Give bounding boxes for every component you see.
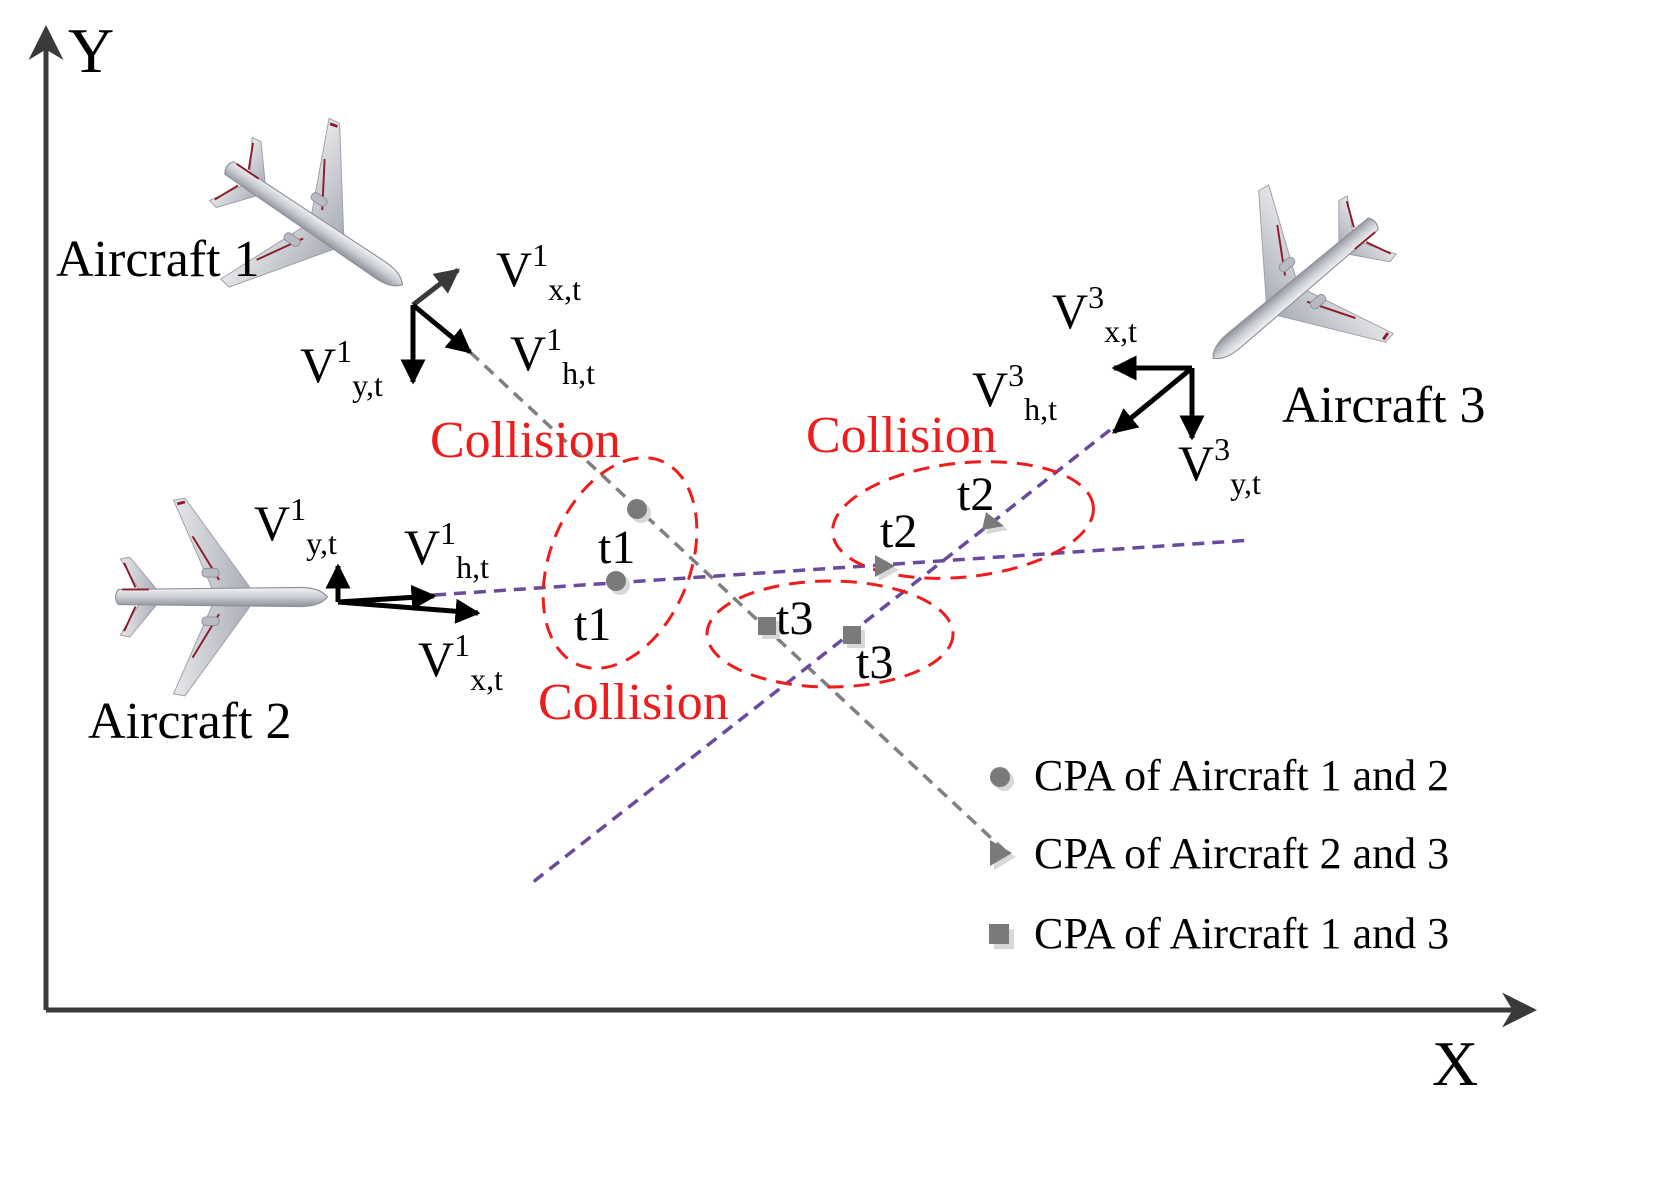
aircraft-3-vh-arrow	[1112, 366, 1194, 434]
cpa-marker-1-2-b	[606, 571, 630, 595]
aircraft-2-vh-label: V1h,t	[404, 515, 489, 585]
aircraft-1-vx-label: V1x,t	[496, 237, 581, 307]
cpa-marker-1-3-b	[843, 626, 865, 648]
legend-item-cpa-1-2: CPA of Aircraft 1 and 2	[990, 751, 1449, 800]
aircraft-1-vh-arrow	[411, 303, 472, 354]
legend-item-cpa-1-3: CPA of Aircraft 1 and 3	[989, 909, 1449, 958]
time-label-t3-b: t3	[856, 636, 893, 689]
aircraft-2-vx-arrow	[337, 598, 481, 624]
collision-zone-t1	[541, 456, 699, 670]
cpa-marker-2-3-b	[982, 512, 1008, 534]
cpa-marker-1-2-a	[627, 499, 651, 523]
legend-label-cpa-1-3: CPA of Aircraft 1 and 3	[1034, 909, 1449, 958]
collision-label-3: Collision	[538, 674, 729, 731]
time-label-t2-a: t2	[880, 505, 917, 558]
legend-label-cpa-1-2: CPA of Aircraft 1 and 2	[1034, 751, 1449, 800]
aircraft-1-label: Aircraft 1	[56, 231, 260, 288]
time-label-t1-b: t1	[574, 598, 611, 651]
aircraft-3-vh-label: V3h,t	[972, 357, 1057, 427]
aircraft-3-vy-label: V3y,t	[1178, 431, 1261, 501]
aircraft-1-vx-arrow	[411, 268, 460, 307]
aircraft-2-vy-label: V1y,t	[254, 491, 337, 561]
legend-label-cpa-2-3: CPA of Aircraft 2 and 3	[1034, 829, 1449, 878]
y-axis-label: Y	[68, 15, 114, 86]
collision-zone-t2	[831, 460, 1095, 580]
time-label-t2-b: t2	[957, 468, 994, 521]
legend: CPA of Aircraft 1 and 2 CPA of Aircraft …	[989, 751, 1449, 958]
aircraft-1-vh-label: V1h,t	[510, 321, 595, 391]
collision-zone-t3	[705, 579, 955, 689]
track-aircraft-3	[526, 428, 1112, 888]
aircraft-2-vx-label: V1x,t	[418, 627, 503, 697]
track-aircraft-2	[433, 538, 1253, 597]
x-axis-label: X	[1432, 1028, 1478, 1099]
aircraft-2-icon	[114, 496, 329, 698]
aircraft-3-label: Aircraft 3	[1282, 377, 1486, 434]
time-label-t1-a: t1	[598, 521, 635, 574]
aircraft-1-vy-label: V1y,t	[300, 333, 383, 403]
track-aircraft-1	[468, 350, 1006, 852]
aircraft-2-label: Aircraft 2	[88, 693, 292, 750]
cpa-marker-2-3-a	[875, 555, 899, 581]
legend-item-cpa-2-3: CPA of Aircraft 2 and 3	[990, 829, 1449, 878]
time-label-t3-a: t3	[776, 592, 813, 645]
cpa-marker-1-3-a	[758, 617, 780, 639]
collision-label-2: Collision	[806, 407, 997, 464]
collision-label-1: Collision	[430, 412, 621, 469]
aircraft-3-vx-label: V3x,t	[1052, 279, 1137, 349]
